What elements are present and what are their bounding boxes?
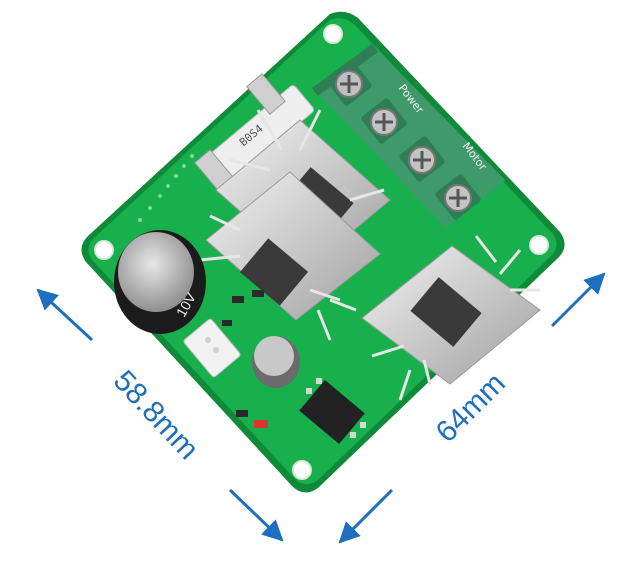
mounting-hole (529, 235, 549, 255)
smd-components (222, 290, 268, 428)
mounting-hole (292, 460, 312, 480)
ic-chip (299, 378, 366, 445)
small-capacitor (252, 336, 300, 388)
heatsink (199, 171, 381, 341)
height-dimension-label: 64mm (430, 367, 512, 449)
screw-terminal (326, 60, 372, 106)
screw-terminal (435, 174, 481, 220)
potentiometer-connector (183, 318, 241, 378)
heatsink (361, 235, 541, 401)
height-dimension-arrow (338, 272, 606, 544)
mounting-hole (323, 24, 343, 44)
screw-terminal (399, 136, 445, 182)
width-dimension-label: 58.8mm (107, 364, 205, 466)
large-capacitor: 10V (114, 230, 206, 334)
width-dimension-arrow (36, 288, 284, 542)
screw-terminal (361, 98, 407, 144)
mosfet-label: 15 (339, 184, 353, 198)
mounting-hole (94, 240, 114, 260)
